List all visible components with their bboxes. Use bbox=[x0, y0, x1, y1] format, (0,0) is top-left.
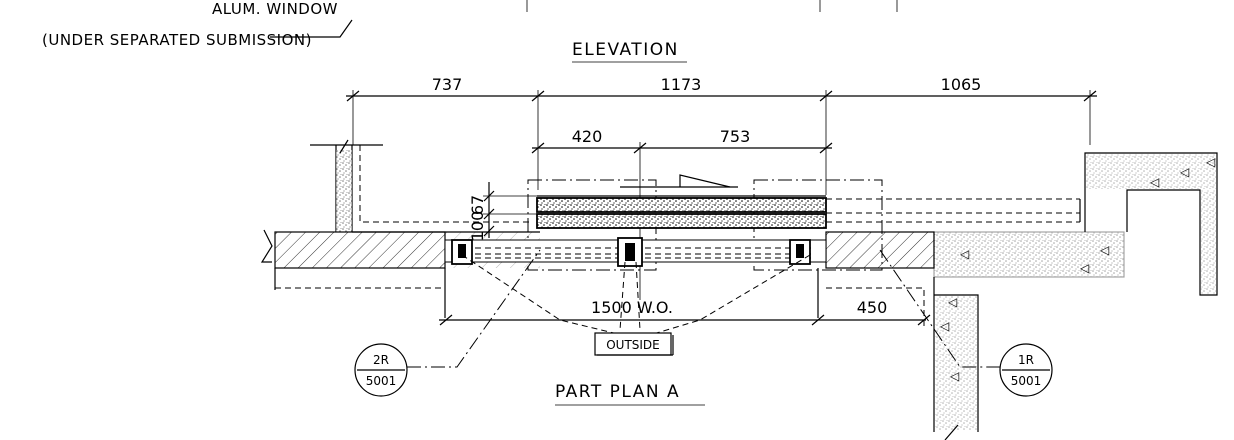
window-note-line1: ALUM. WINDOW bbox=[212, 0, 338, 18]
elevation-title: ELEVATION bbox=[572, 40, 679, 60]
svg-text:◁: ◁ bbox=[1179, 165, 1189, 179]
right-concrete-wall: ◁ ◁ ◁ ◁ ◁ ◁ bbox=[959, 152, 1218, 296]
plan-title-group: PART PLAN A bbox=[555, 382, 705, 406]
dim-top-middle: 1173 bbox=[661, 75, 702, 94]
mullion-left bbox=[451, 239, 473, 265]
section-marker-2r-sheet: 5001 bbox=[366, 374, 397, 388]
svg-text:◁: ◁ bbox=[959, 247, 969, 261]
svg-text:◁: ◁ bbox=[939, 319, 949, 333]
svg-text:◁: ◁ bbox=[947, 295, 957, 309]
left-wall-column bbox=[310, 139, 540, 233]
svg-text:◁: ◁ bbox=[1149, 175, 1159, 189]
plan-title: PART PLAN A bbox=[555, 382, 680, 402]
section-marker-1r-number: 1R bbox=[1018, 353, 1034, 367]
dim-inner-left: 420 bbox=[572, 127, 603, 146]
mullion-center bbox=[617, 237, 643, 267]
svg-text:◁: ◁ bbox=[1205, 155, 1215, 169]
bottom-dimension-chain: 1500 W.O. 450 bbox=[439, 298, 931, 326]
svg-text:◁: ◁ bbox=[949, 369, 959, 383]
elevation-title-group: ELEVATION bbox=[572, 40, 687, 63]
outside-label: OUTSIDE bbox=[606, 338, 660, 352]
window-note: ALUM. WINDOW (UNDER SEPARATED SUBMISSION… bbox=[42, 0, 898, 49]
inner-dimension-chain: 420 753 bbox=[531, 127, 833, 300]
svg-text:◁: ◁ bbox=[1079, 261, 1089, 275]
dim-inner-right: 753 bbox=[720, 127, 751, 146]
dim-top-left: 737 bbox=[432, 75, 463, 94]
window-frame-plan bbox=[444, 237, 827, 267]
top-dimension-chain: 737 1173 1065 bbox=[346, 75, 1097, 195]
section-call-lines bbox=[407, 249, 1002, 368]
dim-right-offset: 450 bbox=[857, 298, 888, 317]
dim-side-upper: 67 bbox=[468, 195, 487, 215]
outside-tag: OUTSIDE bbox=[594, 332, 674, 356]
window-head bbox=[536, 195, 827, 229]
window-note-line2: (UNDER SEPARATED SUBMISSION) bbox=[42, 31, 312, 49]
section-marker-1r-sheet: 5001 bbox=[1011, 374, 1042, 388]
section-marker-1r: 1R 5001 bbox=[999, 343, 1053, 397]
section-marker-2r: 2R 5001 bbox=[354, 343, 408, 397]
dim-opening: 1500 W.O. bbox=[591, 298, 673, 317]
section-marker-2r-number: 2R bbox=[373, 353, 389, 367]
svg-text:◁: ◁ bbox=[1099, 243, 1109, 257]
opening-lines: ◁ ◁ ◁ bbox=[444, 268, 979, 440]
dim-top-right: 1065 bbox=[941, 75, 982, 94]
